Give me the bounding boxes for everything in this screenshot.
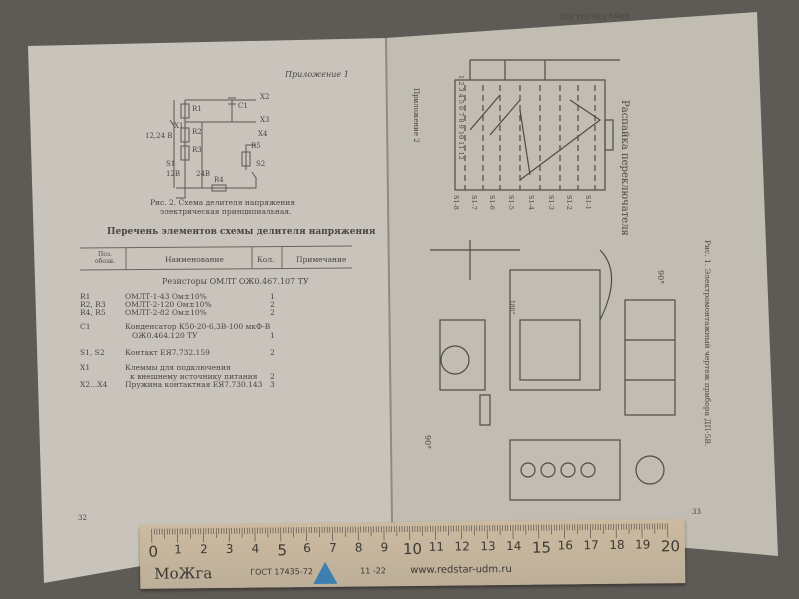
- row-position: S1, S2: [80, 348, 105, 357]
- row-name: ОМЛТ-1-43 Ом±10%: [125, 292, 207, 301]
- switch-section-s1-5: S1-5: [507, 195, 515, 210]
- contact-numbers: 1 2 3 4 5 6 7 8 9 10 11 12: [457, 75, 465, 160]
- row-name-continued: ОЖ0.464.120 ТУ: [132, 331, 198, 340]
- row-name: ОМЛТ-2-82 Ом±10%: [125, 308, 207, 317]
- row-quantity: 3: [270, 380, 275, 389]
- table-grid: [79, 245, 353, 271]
- angle-label-180: 180°: [508, 300, 515, 315]
- angle-label-top: 90°: [656, 270, 665, 285]
- ruler-number: 10: [402, 539, 423, 559]
- schematic-label-x1: X1: [174, 122, 184, 130]
- ruler-number: 0: [148, 542, 159, 561]
- switch-section-s1-8: S1-8: [452, 195, 460, 210]
- switch-section-s1-3: S1-3: [547, 195, 555, 210]
- figure-caption-right: Рис. 1. Электромонтажный чертеж прибора …: [703, 240, 712, 447]
- ruler-website: www.redstar-udm.ru: [410, 563, 512, 577]
- row-quantity: 2: [270, 308, 275, 317]
- switch-section-s1-1: S1-1: [584, 195, 592, 210]
- triangle-logo-icon: [313, 561, 338, 585]
- figure-caption-line2: электрическая принципиальная.: [160, 207, 292, 216]
- row-position: X2...X4: [80, 380, 108, 389]
- schematic-label-x2: X2: [260, 93, 270, 101]
- row-name: Пружина контактная ЕЯ7.730.143: [125, 380, 263, 389]
- schematic-label-r1: R1: [192, 105, 202, 113]
- schematic-label-r2: R2: [192, 128, 202, 136]
- ruler-code: 11 -22: [360, 566, 387, 576]
- row-quantity: 1: [270, 292, 275, 301]
- schematic-label-r3: R3: [192, 146, 202, 154]
- row-position: C1: [80, 322, 91, 331]
- cord-label: Шнур ЕЯ6.644.458: [560, 12, 630, 20]
- ruler-number: 1: [174, 542, 182, 557]
- header-note: Примечание: [296, 255, 347, 264]
- switch-section-s1-7: S1-7: [470, 195, 478, 210]
- ruler-number: 8: [354, 540, 363, 555]
- row-quantity: 1: [270, 331, 275, 340]
- row-position: X1: [80, 363, 91, 372]
- schematic-label-s1: S1: [166, 160, 176, 168]
- ruler-number: 13: [480, 539, 496, 554]
- ruler-number: 3: [225, 541, 234, 556]
- schematic-label-c1: C1: [238, 102, 248, 110]
- row-name: Контакт ЕЯ7.732.159: [125, 348, 210, 357]
- switch-title: Распайка переключателя: [619, 100, 630, 236]
- switch-section-s1-2: S1-2: [565, 195, 573, 210]
- row-position: R4, R5: [80, 308, 106, 317]
- header-quantity: Кол.: [257, 255, 275, 264]
- angle-label-bottom: 90°: [423, 435, 432, 450]
- group-heading: Резисторы ОМЛТ ОЖ0.467.107 ТУ: [162, 277, 309, 286]
- schematic-label-r5: R5: [251, 142, 261, 150]
- ruler-number: 17: [583, 538, 599, 553]
- book-spine: [385, 37, 393, 523]
- ruler-ticks: [151, 523, 669, 543]
- right-page: [386, 12, 778, 556]
- left-page: [28, 38, 392, 583]
- row-name: Конденсатор К50-20-6,3В-100 мкФ-В: [125, 322, 271, 331]
- ruler-standard: ГОСТ 17435-72: [250, 567, 313, 577]
- figure-caption-line1: Рис. 2. Схема делителя напряжения: [150, 198, 296, 207]
- ruler-number: 5: [277, 541, 288, 560]
- table-title: Перечень элементов схемы делителя напряж…: [107, 227, 376, 237]
- schematic-label-s2: S2: [256, 160, 266, 168]
- ruler-number: 20: [660, 537, 681, 556]
- ruler-number: 18: [609, 537, 625, 552]
- ruler-number: 14: [506, 538, 522, 554]
- switch-section-s1-6: S1-6: [488, 195, 496, 210]
- schematic-label-12v: 12В: [166, 170, 181, 178]
- ruler-number: 4: [251, 541, 260, 556]
- row-name-continued: к внешнему источнику питания: [130, 372, 258, 381]
- row-quantity: 2: [270, 300, 275, 309]
- schematic-label-x4: X4: [258, 130, 268, 138]
- row-quantity: 2: [270, 348, 275, 357]
- ruler-number: 6: [303, 541, 311, 556]
- appendix-label: Приложение 1: [285, 70, 349, 79]
- row-position: R1: [80, 292, 91, 301]
- ruler-number: 9: [380, 540, 389, 555]
- voltage-divider-schematic: [169, 97, 257, 199]
- ruler-number: 7: [328, 540, 337, 555]
- row-quantity: 2: [270, 372, 275, 381]
- ruler-number: 16: [557, 538, 574, 553]
- schematic-label-24v: 24В: [196, 170, 211, 178]
- ruler-number: 11: [428, 539, 445, 554]
- wiring-drawing: [430, 59, 676, 501]
- page-number-right: 33: [692, 508, 701, 516]
- row-position: R2, R3: [80, 300, 106, 309]
- page-number-left: 32: [78, 514, 87, 522]
- header-position: Поз. обозн.: [94, 251, 115, 265]
- row-name: ОМЛТ-2-120 Ом±10%: [125, 300, 212, 309]
- ruler-number: 12: [454, 539, 470, 554]
- switch-section-s1-4: S1-4: [527, 195, 535, 210]
- schematic-label-x3: X3: [260, 116, 270, 124]
- schematic-label-voltage: 12,24 В: [145, 132, 173, 140]
- ruler-brand: МоЖга: [154, 564, 213, 583]
- appendix-label-right: Приложение 2: [412, 88, 420, 143]
- schematic-label-r4: R4: [214, 176, 224, 184]
- ruler-number: 19: [635, 537, 651, 552]
- header-name: Наименование: [165, 255, 224, 264]
- ruler-number: 15: [531, 538, 552, 557]
- row-name: Клеммы для подключения: [125, 363, 231, 372]
- ruler-number: 2: [199, 542, 208, 557]
